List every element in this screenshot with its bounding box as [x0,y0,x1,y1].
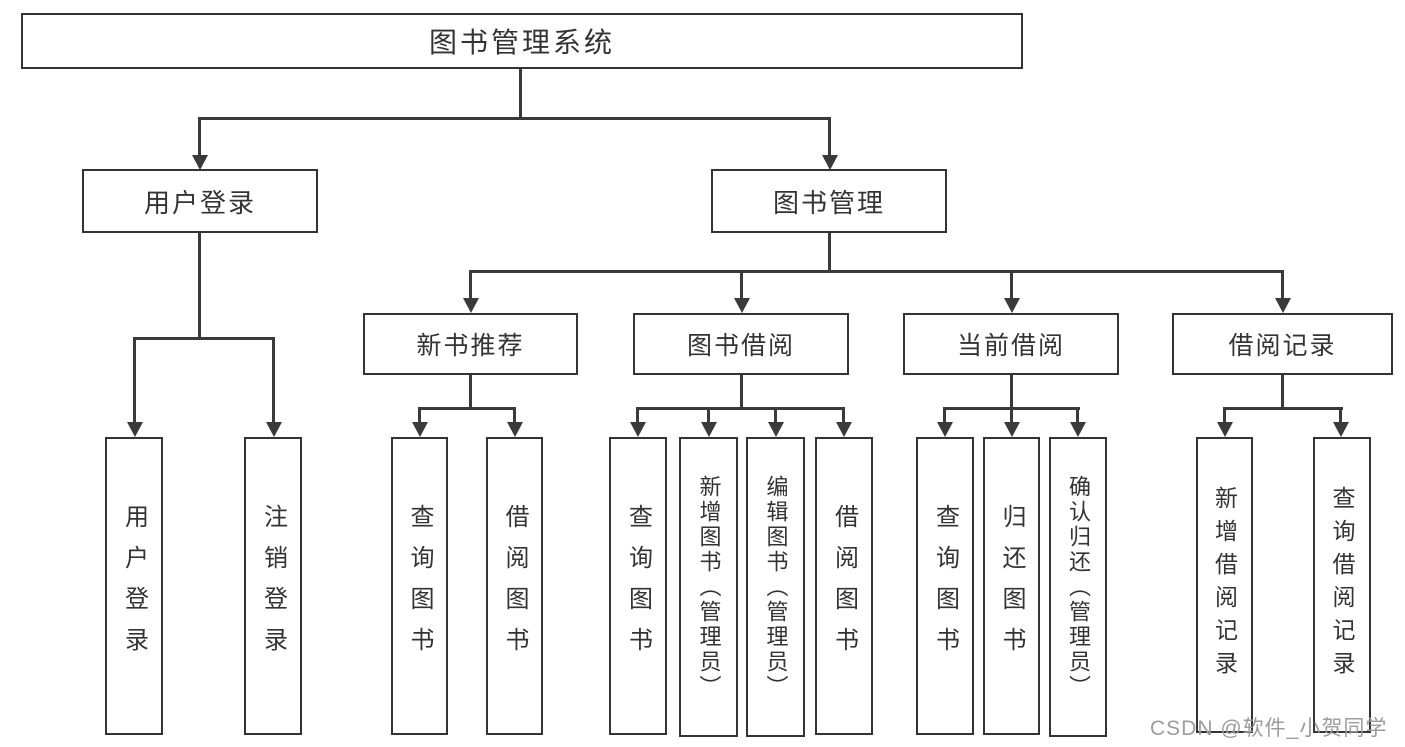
connector-borrow-record-rail [1223,407,1343,410]
arrow-to-book-borrow-group [733,270,750,313]
connector-borrow-record-stem [1281,375,1284,409]
arrow-book-borrow-leaf-1 [629,407,646,437]
leaf-node-edit-book-admin: 编辑图书（管理员） [746,437,805,737]
arrow-current-borrow-leaf-2 [1003,407,1020,437]
arrow-to-leaf-user-login [126,337,143,437]
csdn-watermark: CSDN @软件_小贺同学 [1150,717,1388,740]
group-node-borrow-record: 借阅记录 [1172,313,1393,375]
branch-node-user-login: 用户登录 [82,169,318,233]
arrow-to-current-borrow-group [1003,270,1020,313]
leaf-node-query-book-recommend: 查询图书 [391,437,448,735]
leaf-node-query-book-current: 查询图书 [916,437,974,735]
arrow-to-leaf-logout [265,337,282,437]
leaf-node-return-book: 归还图书 [983,437,1040,735]
branch-node-book-management: 图书管理 [711,169,947,233]
arrow-to-user-login-branch [191,117,208,170]
arrow-to-new-book-group [462,270,479,313]
arrow-borrow-record-leaf-2 [1332,407,1349,437]
leaf-node-borrow-book-recommend: 借阅图书 [486,437,543,735]
leaf-node-confirm-return-admin: 确认归还（管理员） [1049,437,1107,737]
connector-current-borrow-stem [1010,375,1013,409]
arrow-new-book-leaf-1 [411,407,428,437]
connector-user-login-stem [198,233,201,340]
connector-root-rail [198,117,831,120]
connector-book-management-stem [828,233,831,273]
leaf-node-add-borrow-record: 新增借阅记录 [1196,437,1253,733]
connector-new-book-stem [469,375,472,409]
leaf-node-query-borrow-record: 查询借阅记录 [1313,437,1371,733]
arrow-to-borrow-record-group [1274,270,1291,313]
connector-root-stem [519,69,522,119]
connector-book-management-rail [469,270,1283,273]
connector-new-book-rail [418,407,516,410]
connector-book-borrow-rail [636,407,845,410]
arrow-new-book-leaf-2 [506,407,523,437]
group-node-book-borrow: 图书借阅 [633,313,849,375]
leaf-node-query-book-borrow: 查询图书 [609,437,667,735]
arrow-borrow-record-leaf-1 [1216,407,1233,437]
arrow-book-borrow-leaf-3 [767,407,784,437]
leaf-node-user-login: 用户登录 [105,437,163,735]
arrow-current-borrow-leaf-1 [936,407,953,437]
group-node-new-book-recommend: 新书推荐 [363,313,578,375]
leaf-node-add-book-admin: 新增图书（管理员） [679,437,738,737]
root-node-library-system: 图书管理系统 [21,13,1023,69]
arrow-to-book-management-branch [821,117,838,170]
leaf-node-logout: 注销登录 [244,437,302,735]
connector-user-login-rail [133,337,275,340]
connector-book-borrow-stem [740,375,743,409]
arrow-book-borrow-leaf-2 [700,407,717,437]
arrow-current-borrow-leaf-3 [1069,407,1086,437]
group-node-current-borrow: 当前借阅 [903,313,1119,375]
arrow-book-borrow-leaf-4 [835,407,852,437]
leaf-node-borrow-book: 借阅图书 [815,437,873,735]
